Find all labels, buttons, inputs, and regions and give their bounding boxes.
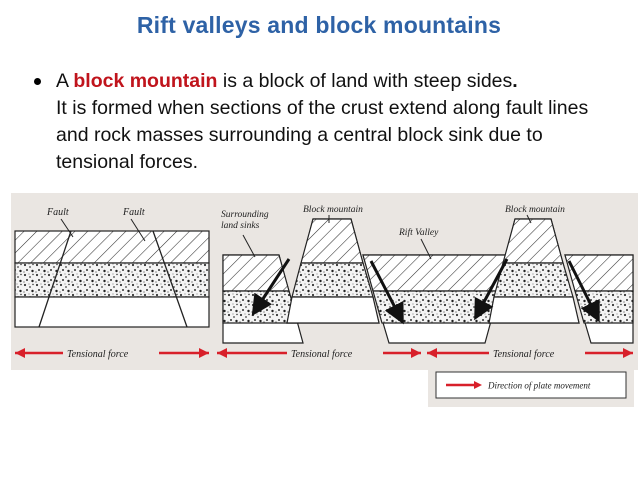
label-tensional-3: Tensional force	[493, 349, 555, 360]
bullet-prefix: A	[56, 70, 74, 92]
label-rift-valley: Rift Valley	[398, 227, 439, 238]
bullet-text: A block mountain is a block of land with…	[56, 68, 616, 176]
label-surrounding-2: land sinks	[221, 221, 260, 231]
label-tensional-1: Tensional force	[67, 349, 129, 360]
bullet-dot	[34, 78, 41, 85]
bullet-period: .	[512, 70, 518, 92]
bullet-rest: It is formed when sections of the crust …	[56, 97, 589, 173]
legend: Direction of plate movement	[435, 371, 627, 399]
label-block-mountain-2: Block mountain	[505, 205, 565, 215]
block-mountain-diagram: Fault Fault	[14, 205, 634, 361]
right-block-faulted	[222, 214, 634, 344]
diagram-panel: Fault Fault	[11, 193, 638, 370]
fault-line-right	[152, 230, 188, 328]
slide-title: Rift valleys and block mountains	[136, 12, 502, 38]
left-block-unfaulted	[14, 218, 210, 328]
legend-label: Direction of plate movement	[487, 381, 591, 391]
highlight-term: block mountain	[73, 70, 218, 92]
bullet-middle: is a block of land with steep sides	[217, 70, 513, 92]
label-fault-right: Fault	[122, 207, 145, 218]
label-block-mountain-1: Block mountain	[303, 205, 363, 215]
fault-line-left	[38, 230, 72, 328]
label-tensional-2: Tensional force	[291, 349, 353, 360]
label-surrounding-1: Surrounding	[221, 210, 269, 220]
legend-panel: Direction of plate movement	[428, 362, 634, 407]
label-fault-left: Fault	[46, 207, 69, 218]
